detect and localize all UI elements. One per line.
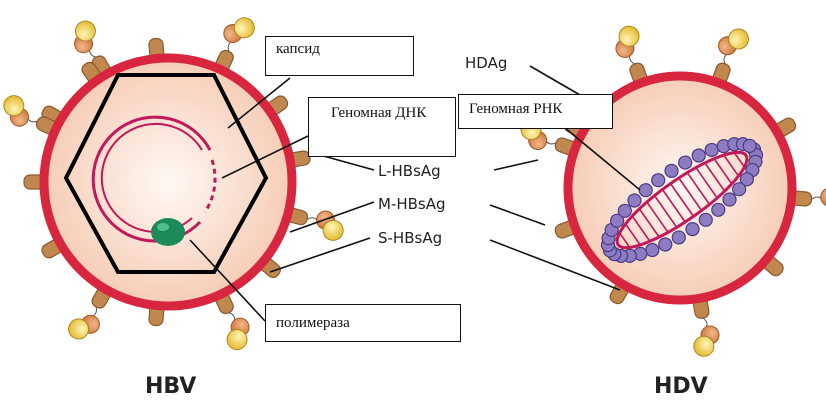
capsid-label-box: капсид [265, 36, 414, 76]
genomic-dna-label-box: Геномная ДНК [308, 97, 456, 157]
capsid-label: капсид [276, 41, 320, 57]
genomic-dna-label: Геномная ДНК [331, 105, 426, 121]
hdag-label: HDAg [465, 54, 507, 72]
hdv-title: HDV [654, 374, 708, 399]
hbv-title: HBV [145, 374, 196, 399]
l-hbsag-label: L-HBsAg [378, 162, 441, 180]
hbv-polymerase [151, 218, 185, 246]
s-hbsag-label: S-HBsAg [378, 229, 442, 247]
m-hbsag-label: M-HBsAg [378, 195, 446, 213]
hbv-envelope [44, 58, 292, 306]
polymerase-label-box: полимераза [265, 304, 461, 342]
hdv-particle [516, 23, 826, 357]
genomic-rna-label-box: Геномная РНК [458, 94, 613, 129]
polymerase-label: полимераза [276, 315, 350, 331]
genomic-rna-label: Геномная РНК [469, 101, 562, 117]
